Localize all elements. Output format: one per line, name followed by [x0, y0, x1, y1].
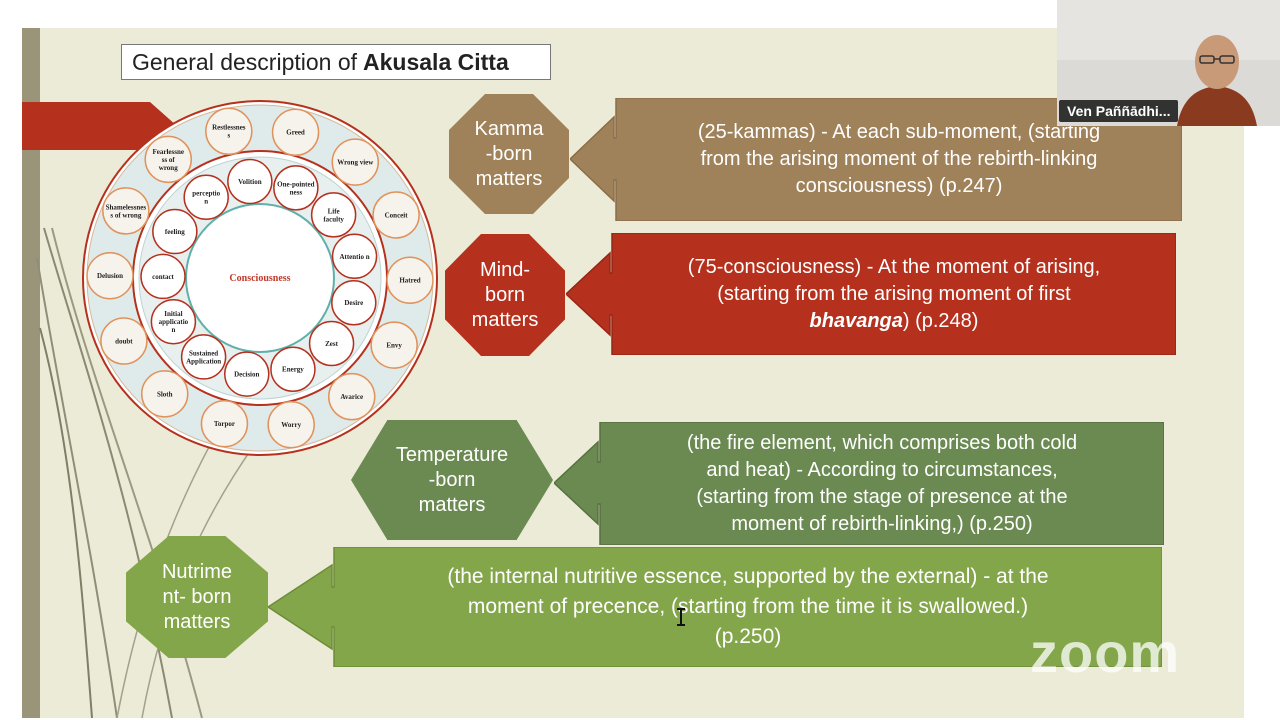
inner-ring-node-label: Decision: [234, 371, 259, 379]
outer-ring-node: [328, 372, 376, 421]
presentation-slide: General description of Akusala Citta Con…: [22, 28, 1244, 718]
outer-ring-node: [100, 317, 148, 365]
outer-ring-node: [386, 256, 434, 304]
outer-ring-node-label: Delusion: [97, 272, 123, 280]
inner-ring-node-label: Volition: [238, 178, 262, 186]
inner-ring-node: [308, 320, 355, 367]
inner-ring-node-label: Zest: [325, 340, 339, 348]
wheel-center-label: Consciousness: [229, 273, 290, 284]
inner-ring-node: [331, 233, 378, 280]
mind-born-label: Mind- born matters: [445, 234, 565, 356]
inner-ring-node: [140, 253, 186, 300]
outer-ring-node-label: Envy: [386, 342, 402, 350]
outer-ring-node-label: doubt: [115, 338, 133, 346]
inner-ring-node-label: feeling: [165, 228, 185, 236]
inner-ring-node: [227, 158, 273, 205]
presenter-name-label: Ven Paññādhi...: [1059, 100, 1179, 122]
inner-ring-node: [152, 208, 198, 255]
nutriment-born-description: (the internal nutritive essence, support…: [268, 547, 1162, 667]
outer-ring-node-label: Hatred: [399, 277, 420, 285]
outer-ring-node-label: Avarice: [340, 393, 363, 401]
outer-ring-node: [372, 191, 420, 239]
inner-ring-node: [331, 279, 377, 326]
kamma-born-label: Kamma -born matters: [449, 94, 569, 214]
temperature-born-description: (the fire element, which comprises both …: [554, 422, 1164, 545]
inner-ring-node-label: Energy: [282, 366, 304, 374]
outer-ring-node: [102, 187, 150, 235]
slide-title-prefix: General description of: [132, 48, 358, 75]
text-cursor-icon: [677, 608, 685, 626]
nutriment-born-label: Nutrime nt- born matters: [126, 536, 268, 658]
kamma-born-description: (25-kammas) - At each sub-moment, (start…: [570, 98, 1182, 221]
inner-ring-node: [224, 351, 270, 397]
outer-ring-node: [331, 138, 380, 186]
outer-ring-node: [271, 108, 320, 157]
mind-born-description: (75-consciousness) - At the moment of ar…: [566, 233, 1176, 355]
inner-ring-node-label: contact: [152, 273, 174, 281]
outer-ring-node-label: Greed: [286, 129, 305, 137]
inner-ring-node: [180, 334, 227, 380]
slide-accent-bar: [22, 28, 40, 718]
outer-ring-node: [140, 370, 189, 418]
inner-ring-node-label: Attentio n: [339, 253, 369, 261]
inner-ring-node: [310, 192, 357, 238]
outer-ring-node-label: Torpor: [214, 420, 235, 428]
zoom-watermark-logo: zoom: [1030, 621, 1181, 684]
outer-ring-node: [144, 135, 192, 184]
inner-ring-node: [183, 174, 229, 221]
outer-ring-node-label: Wrong view: [337, 159, 374, 167]
slide-title: General description of Akusala Citta: [121, 44, 551, 80]
red-banner-arrow: [22, 102, 177, 150]
outer-ring-node: [267, 400, 315, 449]
inner-ring-node: [273, 165, 319, 211]
inner-ring-node: [150, 298, 197, 345]
outer-ring-node: [200, 399, 249, 448]
temperature-born-label: Temperature -born matters: [351, 420, 553, 540]
outer-ring-node: [205, 107, 253, 156]
inner-ring-node-label: Desire: [344, 299, 363, 307]
inner-ring-node: [270, 346, 316, 392]
slide-title-bold: Akusala Citta: [363, 48, 509, 75]
outer-ring-node: [370, 321, 418, 369]
outer-ring-node: [86, 252, 134, 300]
outer-ring-node-label: Sloth: [157, 390, 173, 398]
outer-ring-node-label: Conceit: [385, 211, 409, 219]
outer-ring-node-label: Worry: [281, 421, 301, 429]
